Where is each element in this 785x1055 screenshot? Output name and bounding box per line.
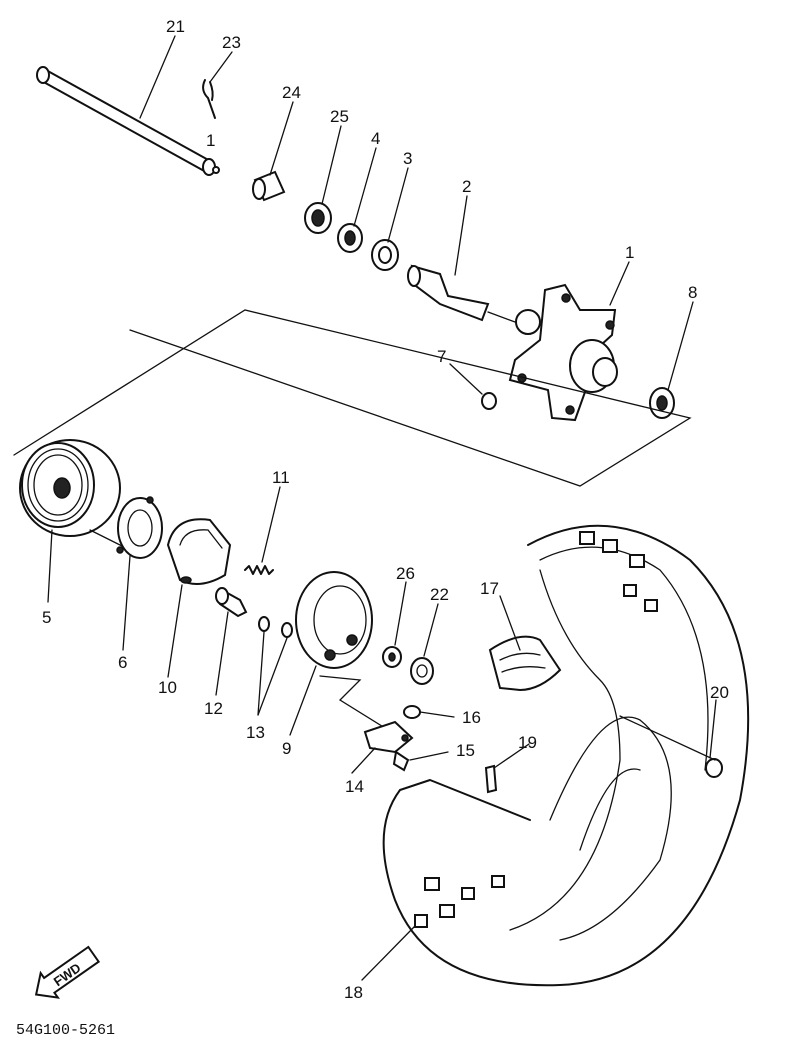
rim-nut — [705, 758, 723, 778]
label-22: 22 — [430, 585, 449, 604]
label-6: 6 — [118, 653, 127, 672]
brake-shoe-plate — [295, 571, 373, 669]
collar — [252, 170, 286, 202]
washer — [382, 646, 402, 668]
bearing-3 — [371, 239, 399, 271]
lever-nut — [403, 705, 421, 719]
label-2: 2 — [462, 177, 471, 196]
hub-nut — [481, 392, 497, 410]
o-rings — [258, 616, 293, 638]
tire-valve — [484, 764, 498, 794]
label-23: 23 — [222, 33, 241, 52]
label-26: 26 — [396, 564, 415, 583]
label-3: 3 — [403, 149, 412, 168]
lever-bolt — [392, 750, 410, 772]
label-24: 24 — [282, 83, 301, 102]
cotter-pin — [202, 79, 216, 119]
spacer — [407, 264, 516, 323]
drawing-code: 54G100-5261 — [16, 1022, 115, 1039]
assembly-bracket — [13, 309, 692, 487]
label-1-pin: 1 — [206, 131, 215, 150]
label-11: 11 — [272, 468, 290, 487]
lever-bracket — [319, 675, 386, 729]
shoe-spring — [244, 565, 274, 575]
bearing-4 — [337, 223, 363, 253]
castle-nut — [410, 657, 434, 685]
label-1: 1 — [625, 243, 634, 262]
leader-lines — [47, 35, 717, 981]
label-4: 4 — [371, 129, 380, 148]
label-5: 5 — [42, 608, 51, 627]
label-8: 8 — [688, 283, 697, 302]
label-7: 7 — [437, 347, 446, 366]
wheel-hub — [508, 283, 618, 422]
fwd-arrow-icon: FWD — [34, 945, 101, 999]
wheel-rim — [488, 635, 562, 692]
label-14: 14 — [345, 777, 364, 796]
gasket — [116, 496, 163, 559]
label-13: 13 — [246, 723, 265, 742]
brake-drum — [19, 439, 131, 551]
label-16: 16 — [462, 708, 481, 727]
label-12: 12 — [204, 699, 223, 718]
label-9: 9 — [282, 739, 291, 758]
brake-camshaft — [215, 587, 248, 618]
label-10: 10 — [158, 678, 177, 697]
tire — [382, 524, 750, 987]
label-20: 20 — [710, 683, 729, 702]
brake-shoe — [166, 518, 232, 585]
label-21: 21 — [166, 17, 185, 36]
oil-seal-8 — [649, 387, 675, 419]
oil-seal — [304, 202, 332, 234]
label-19: 19 — [518, 733, 537, 752]
brake-lever — [363, 720, 414, 754]
axle — [36, 66, 220, 176]
label-25: 25 — [330, 107, 349, 126]
label-15: 15 — [456, 741, 475, 760]
label-18: 18 — [344, 983, 363, 1002]
label-17: 17 — [480, 579, 499, 598]
